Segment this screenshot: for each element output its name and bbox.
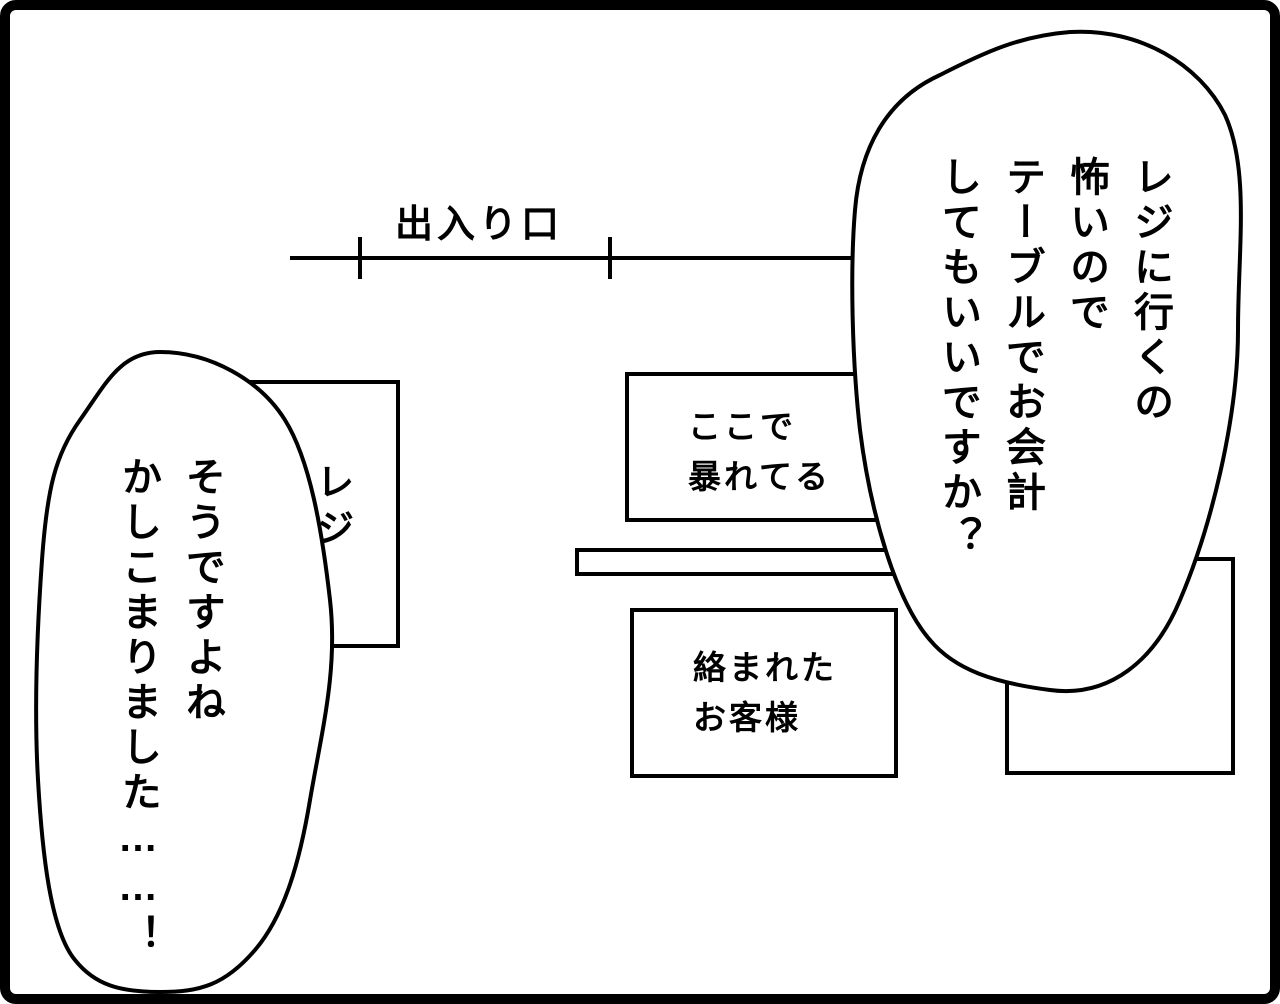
entrance-tick-left	[358, 237, 362, 279]
customer-box-label: 絡まれた お客様	[693, 643, 837, 743]
right-bubble-line-2: 怖いので	[1064, 156, 1108, 336]
left-speech-bubble-shape	[34, 350, 335, 994]
right-speech-bubble-text: レジに行くの 怖いので テーブルでお会計 してもいいですか？	[926, 156, 1182, 636]
rowdy-box-line1: ここで	[688, 408, 796, 445]
customer-box-line2: お客様	[693, 699, 801, 736]
left-bubble-line-2: かしこまりました……！	[116, 456, 160, 959]
left-bubble-line-1: そうですよね	[180, 456, 224, 726]
rowdy-box-line2: 暴れてる	[688, 458, 832, 495]
right-bubble-line-3: テーブルでお会計	[1000, 156, 1044, 516]
right-speech-bubble-shape	[850, 29, 1243, 694]
customer-box	[630, 608, 898, 778]
entrance-label: 出入り口	[395, 204, 564, 246]
right-bubble-line-1: レジに行くの	[1128, 156, 1172, 426]
rowdy-box	[625, 372, 887, 522]
entrance-tick-right	[608, 237, 612, 279]
customer-box-line1: 絡まれた	[693, 649, 837, 686]
entrance-line	[290, 256, 856, 260]
speech-bubbles-layer	[34, 29, 1243, 994]
right-bubble-line-4: してもいいですか？	[936, 156, 980, 561]
rowdy-box-label: ここで 暴れてる	[688, 402, 831, 502]
left-speech-bubble-text: そうですよね かしこまりました……！	[106, 456, 234, 959]
